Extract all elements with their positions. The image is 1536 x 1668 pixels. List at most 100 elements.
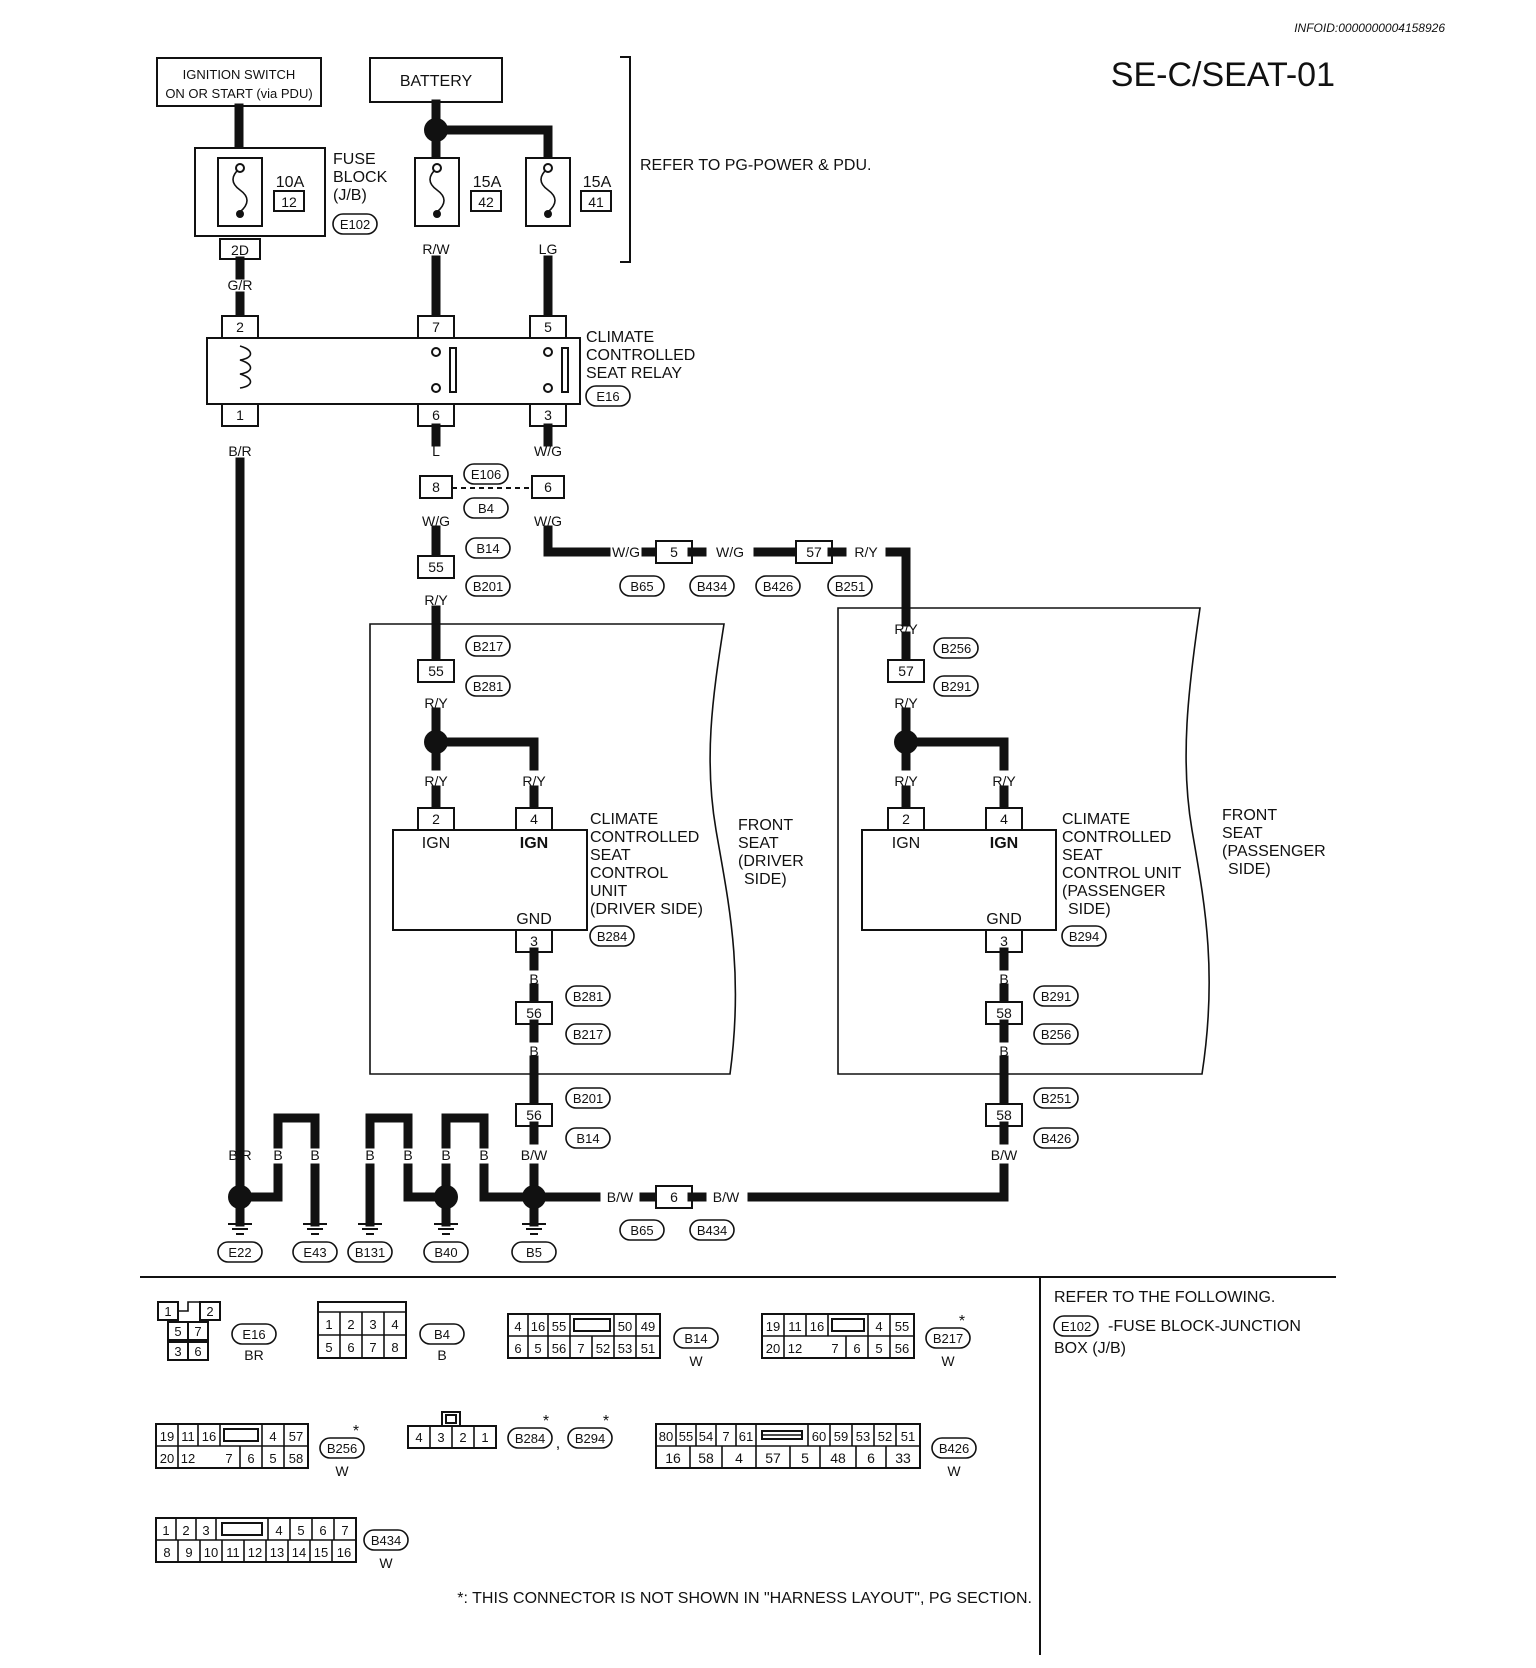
driver-unit-3: SEAT bbox=[590, 847, 631, 864]
svg-text:16: 16 bbox=[531, 1319, 545, 1334]
svg-text:15: 15 bbox=[314, 1545, 328, 1560]
driver-seat-4: SIDE) bbox=[744, 871, 787, 888]
svg-text:8: 8 bbox=[391, 1340, 398, 1355]
conn-b281-lower: B281 bbox=[573, 989, 603, 1004]
battery-label: BATTERY bbox=[400, 73, 473, 90]
driver-seat-3: (DRIVER bbox=[738, 853, 804, 870]
conn-e106: E106 bbox=[471, 467, 501, 482]
conn-b201-lower: B201 bbox=[573, 1091, 603, 1106]
conn-b65-upper: B65 bbox=[630, 579, 653, 594]
svg-text:57: 57 bbox=[289, 1429, 303, 1444]
conn-b281-upper: B281 bbox=[473, 679, 503, 694]
svg-text:56: 56 bbox=[895, 1341, 909, 1356]
wire-ry-1: R/Y bbox=[424, 592, 448, 608]
wire-b-g2: B bbox=[310, 1147, 319, 1163]
legend-b4: 1 2 3 4 5 6 7 8 B4 B bbox=[317, 1301, 465, 1363]
ground-symbols bbox=[228, 1223, 546, 1235]
refer-desc-2: BOX (J/B) bbox=[1054, 1340, 1126, 1357]
wire-ry-2: R/Y bbox=[854, 544, 878, 560]
legend-b284-b294: 4 3 2 1 B284 * , B294 * bbox=[407, 1411, 613, 1452]
svg-text:13: 13 bbox=[270, 1545, 284, 1560]
svg-text:5: 5 bbox=[297, 1523, 304, 1538]
wire-b-d2: B bbox=[529, 1043, 538, 1059]
driver-unit-5: UNIT bbox=[590, 883, 628, 900]
svg-text:,: , bbox=[556, 1435, 560, 1452]
svg-text:4: 4 bbox=[415, 1430, 422, 1445]
driver-pin-3: 3 bbox=[530, 933, 538, 949]
pass-ign-2: IGN bbox=[892, 835, 920, 852]
refer-conn: E102 bbox=[1061, 1319, 1091, 1334]
pin-55-b217: 55 bbox=[428, 663, 444, 679]
pass-unit-3: SEAT bbox=[1062, 847, 1103, 864]
conn-b434-upper: B434 bbox=[697, 579, 727, 594]
svg-text:B4: B4 bbox=[434, 1327, 450, 1342]
pass-unit-5: (PASSENGER bbox=[1062, 883, 1166, 900]
fuse-12-amp: 10A bbox=[276, 174, 305, 191]
svg-text:12: 12 bbox=[181, 1451, 195, 1466]
conn-b256-lower: B256 bbox=[1041, 1027, 1071, 1042]
svg-text:5: 5 bbox=[875, 1341, 882, 1356]
svg-text:48: 48 bbox=[830, 1450, 846, 1466]
svg-text:53: 53 bbox=[618, 1341, 632, 1356]
conn-b256-upper: B256 bbox=[941, 641, 971, 656]
svg-text:50: 50 bbox=[618, 1319, 632, 1334]
svg-text:11: 11 bbox=[788, 1319, 802, 1334]
fuse-41-num: 41 bbox=[588, 194, 604, 210]
driver-seat-2: SEAT bbox=[738, 835, 779, 852]
svg-text:55: 55 bbox=[552, 1319, 566, 1334]
relay-coil bbox=[239, 345, 252, 389]
ground-e22: E22 bbox=[228, 1245, 251, 1260]
svg-text:51: 51 bbox=[901, 1429, 915, 1444]
svg-text:B284: B284 bbox=[515, 1431, 545, 1446]
pass-pin-3: 3 bbox=[1000, 933, 1008, 949]
relay-pin-2: 2 bbox=[236, 319, 244, 335]
driver-gnd: GND bbox=[516, 911, 552, 928]
svg-text:49: 49 bbox=[641, 1319, 655, 1334]
wire-lg: LG bbox=[539, 241, 558, 257]
driver-unit-6: (DRIVER SIDE) bbox=[590, 901, 703, 918]
relay-label-1: CLIMATE bbox=[586, 329, 654, 346]
wire-b-g4: B bbox=[403, 1147, 412, 1163]
conn-b217-upper: B217 bbox=[473, 639, 503, 654]
svg-text:16: 16 bbox=[665, 1450, 681, 1466]
wire-bw-4: B/W bbox=[713, 1189, 740, 1205]
svg-text:7: 7 bbox=[369, 1340, 376, 1355]
svg-text:*: * bbox=[959, 1313, 965, 1330]
svg-text:14: 14 bbox=[292, 1545, 306, 1560]
svg-text:16: 16 bbox=[810, 1319, 824, 1334]
fuse-block-label-1: FUSE bbox=[333, 151, 376, 168]
page-code: SE-C/SEAT-01 bbox=[1111, 56, 1335, 94]
svg-text:56: 56 bbox=[552, 1341, 566, 1356]
conn-b434-lower: B434 bbox=[697, 1223, 727, 1238]
driver-pin-56-a: 56 bbox=[526, 1005, 542, 1021]
svg-text:54: 54 bbox=[699, 1429, 713, 1444]
pin-6-b65: 6 bbox=[670, 1189, 678, 1205]
wire-ry-3: R/Y bbox=[424, 695, 448, 711]
front-seat-driver-area bbox=[369, 623, 737, 1075]
relay-label-2: CONTROLLED bbox=[586, 347, 695, 364]
svg-text:16: 16 bbox=[202, 1429, 216, 1444]
svg-text:60: 60 bbox=[812, 1429, 826, 1444]
svg-text:B217: B217 bbox=[933, 1331, 963, 1346]
svg-text:7: 7 bbox=[831, 1341, 838, 1356]
svg-text:58: 58 bbox=[289, 1451, 303, 1466]
driver-pin-56-b: 56 bbox=[526, 1107, 542, 1123]
svg-text:16: 16 bbox=[337, 1545, 351, 1560]
svg-text:11: 11 bbox=[226, 1545, 240, 1560]
wire-rw: R/W bbox=[422, 241, 450, 257]
wire-ry-9: R/Y bbox=[992, 773, 1016, 789]
wire-b-g3: B bbox=[365, 1147, 374, 1163]
svg-text:2: 2 bbox=[182, 1523, 189, 1538]
svg-text:5: 5 bbox=[801, 1450, 809, 1466]
svg-text:3: 3 bbox=[437, 1430, 444, 1445]
svg-text:6: 6 bbox=[514, 1341, 521, 1356]
wire-wg-2: W/G bbox=[422, 513, 450, 529]
legend-b434: 1 2 3 4 5 6 7 8 9 10 11 12 13 14 15 16 B… bbox=[155, 1517, 409, 1571]
svg-text:W: W bbox=[941, 1353, 955, 1369]
conn-b291-lower: B291 bbox=[1041, 989, 1071, 1004]
svg-text:53: 53 bbox=[856, 1429, 870, 1444]
svg-text:55: 55 bbox=[895, 1319, 909, 1334]
pin-57-b426: 57 bbox=[806, 544, 822, 560]
ground-b5: B5 bbox=[526, 1245, 542, 1260]
svg-text:20: 20 bbox=[160, 1451, 174, 1466]
